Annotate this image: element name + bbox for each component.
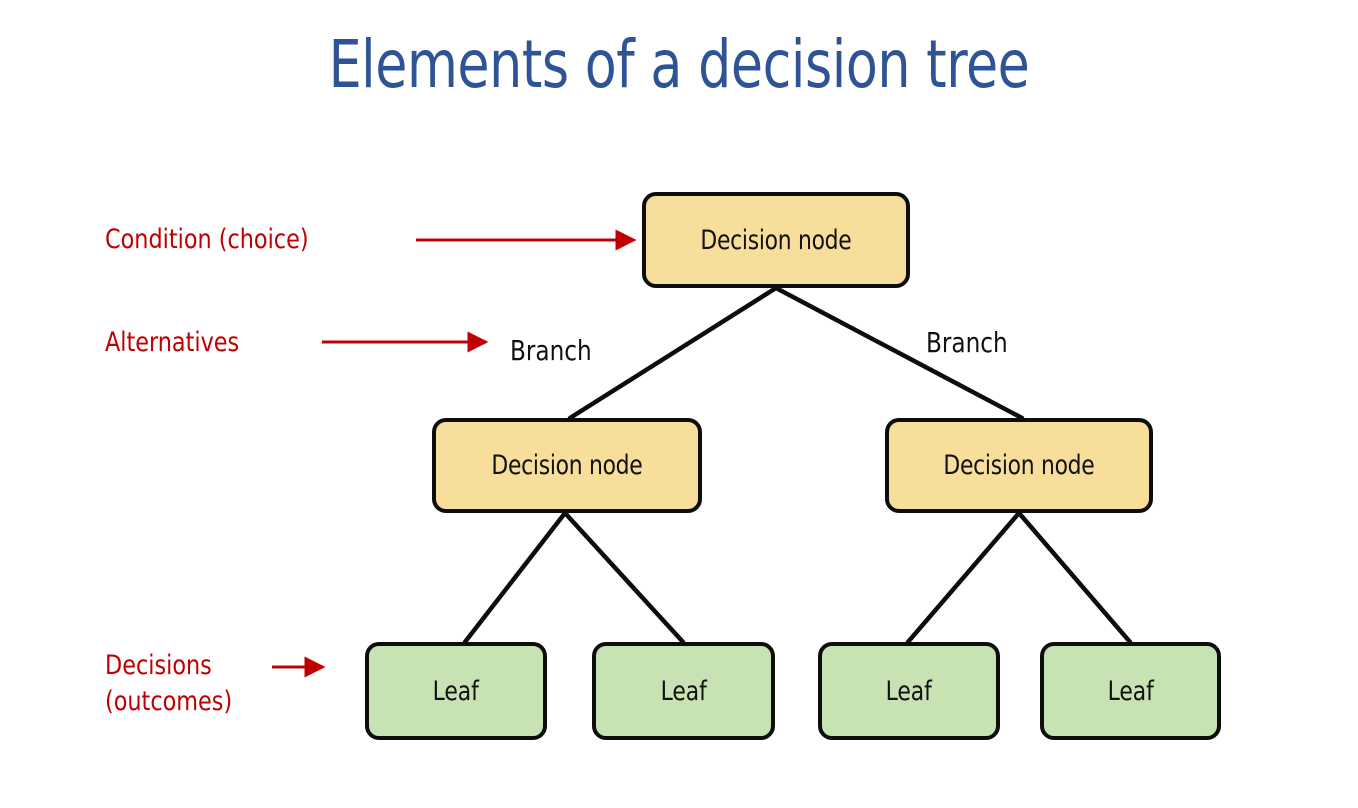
leaf-node-2[interactable]: Leaf [592,642,775,740]
leaf-node-1-label: Leaf [432,675,480,707]
leaf-node-2-label: Leaf [660,675,707,707]
annotation-alternatives-text: Alternatives [105,327,240,358]
connector-left-to-leaf1 [462,510,568,645]
annotation-condition-text: Condition (choice) [105,224,309,255]
root-decision-node-label: Decision node [700,224,852,256]
annotation-decisions-text-line1: Decisions [105,650,212,681]
connector-right-to-leaf3 [905,510,1022,645]
leaf-node-1[interactable]: Leaf [365,642,547,740]
decision-node-right-label: Decision node [943,450,1095,481]
connector-root-to-left [567,285,779,421]
page-title: Elements of a decision tree [328,26,1030,103]
annotation-decisions-label: Decisions (outcomes) [105,648,232,720]
decision-node-left-label: Decision node [491,450,643,481]
leaf-node-4[interactable]: Leaf [1040,642,1221,740]
root-decision-node[interactable]: Decision node [642,192,910,288]
branch-label-right: Branch [926,326,1008,359]
leaf-node-3-label: Leaf [885,675,933,707]
connector-right-to-leaf4 [1016,510,1133,645]
annotation-alternatives-label: Alternatives [105,325,239,361]
leaf-node-3[interactable]: Leaf [818,642,1000,740]
leaf-node-4-label: Leaf [1107,675,1154,707]
branch-label-left: Branch [510,334,592,367]
annotation-decisions-text-line2: (outcomes) [105,686,233,717]
decision-node-left[interactable]: Decision node [432,418,702,513]
connector-left-to-leaf2 [562,510,686,645]
decision-node-right[interactable]: Decision node [885,418,1153,513]
annotation-condition-label: Condition (choice) [105,222,309,258]
